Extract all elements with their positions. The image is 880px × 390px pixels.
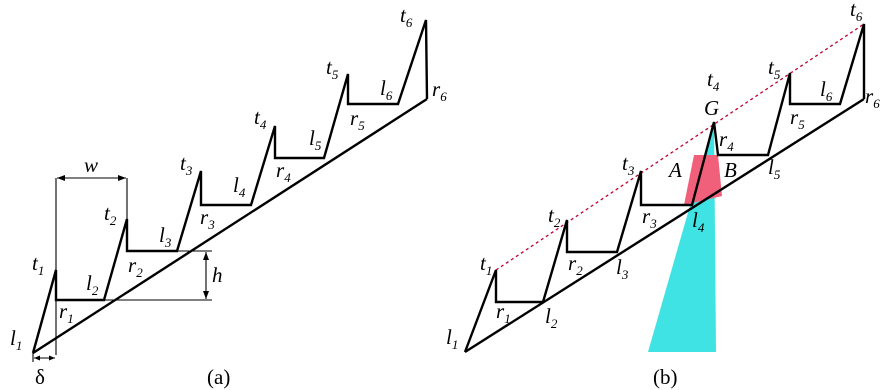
staircase-a	[31, 19, 429, 354]
label-a: A	[667, 158, 682, 182]
tips-dashed-line	[495, 23, 865, 271]
delta-label: δ	[35, 365, 45, 389]
label-b-r6: r6	[865, 84, 880, 111]
caption-a: (a)	[207, 365, 230, 389]
label-a-r3: r3	[200, 205, 215, 232]
label-b-r4: r4	[719, 127, 734, 154]
label-b-r1: r1	[496, 299, 511, 326]
label-a-t3: t3	[180, 151, 193, 178]
w-arrow-right	[118, 175, 126, 181]
label-b-t5: t5	[768, 55, 781, 82]
label-b-l2: l2	[545, 304, 558, 331]
h-arrow-top	[203, 252, 209, 260]
panel-a: w h δ l1 t1 r1 l2 t2 r2 l3 t3 r3 l4 t4 r…	[10, 3, 447, 389]
panel-b: l1 t1 r1 l2 t2 r2 l3 t3 r3 l4 t4 r4 l5 t…	[446, 0, 880, 389]
label-a-t1: t1	[32, 251, 44, 278]
label-a-t5: t5	[326, 55, 339, 82]
label-a-l2: l2	[86, 271, 99, 298]
label-b: B	[724, 158, 737, 182]
w-label: w	[84, 153, 98, 177]
label-b-l4: l4	[692, 208, 705, 235]
label-b-t2: t2	[548, 203, 561, 230]
label-b-l3: l3	[616, 255, 629, 282]
label-a-l6: l6	[380, 76, 393, 103]
label-a-r2: r2	[128, 253, 143, 280]
label-b-r5: r5	[790, 105, 805, 132]
label-a-l4: l4	[233, 173, 246, 200]
label-a-r6: r6	[432, 77, 447, 104]
label-b-r3: r3	[642, 204, 657, 231]
staircase-b	[463, 23, 866, 353]
h-arrow-bottom	[203, 291, 209, 299]
label-b-t1: t1	[480, 251, 492, 278]
delta-arrow-left	[34, 355, 40, 361]
label-b-t3: t3	[622, 151, 635, 178]
label-a-l1: l1	[10, 326, 22, 353]
label-a-t6: t6	[400, 3, 413, 30]
label-a-r4: r4	[276, 158, 291, 185]
label-a-t2: t2	[104, 201, 117, 228]
label-b-l6: l6	[820, 77, 833, 104]
h-label: h	[212, 263, 223, 287]
label-b-r2: r2	[568, 251, 583, 278]
label-g: G	[704, 96, 719, 120]
highlight-ab	[684, 155, 722, 205]
delta-arrow-right	[49, 355, 55, 361]
label-a-t4: t4	[254, 105, 267, 132]
label-b-l1: l1	[446, 325, 458, 352]
label-a-l5: l5	[309, 126, 322, 153]
base-line-a	[32, 97, 428, 355]
base-line-b	[464, 97, 865, 354]
label-a-l3: l3	[159, 223, 172, 250]
label-b-t4: t4	[707, 67, 720, 94]
w-arrow-left	[57, 175, 65, 181]
caption-b: (b)	[653, 365, 678, 389]
label-a-r1: r1	[59, 299, 74, 326]
label-b-t6: t6	[850, 0, 863, 24]
label-b-l5: l5	[768, 155, 781, 182]
label-a-r5: r5	[350, 106, 365, 133]
